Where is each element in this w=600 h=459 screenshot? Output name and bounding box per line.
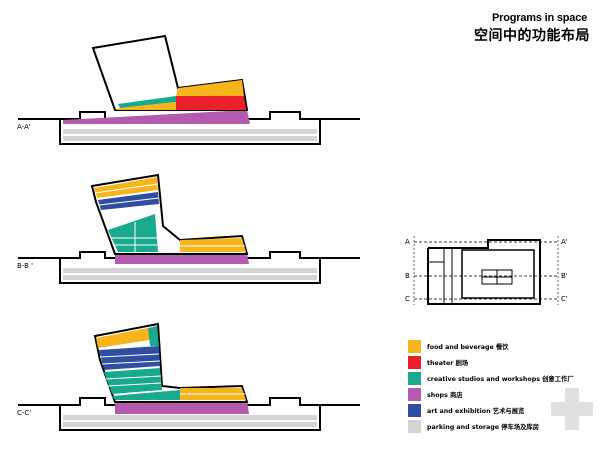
section-c-parking-2 (63, 422, 317, 427)
legend-swatch-art (408, 404, 421, 417)
section-a-food (176, 80, 244, 96)
section-label-b: B-B ' (17, 262, 34, 270)
section-a-food-low (115, 102, 176, 110)
section-label-a: A-A' (17, 123, 31, 131)
legend-label-art: art and exhibition 艺术与展览 (427, 408, 525, 415)
section-b-parking-1 (63, 268, 317, 273)
section-b-shops (115, 254, 249, 264)
key-label-b: B (405, 272, 410, 280)
section-c-food-top (96, 328, 150, 348)
section-c-studios-low (112, 390, 180, 400)
legend-label-theater: theater 剧场 (427, 360, 469, 367)
legend-swatch-studios (408, 372, 421, 385)
section-c-studios (104, 368, 162, 394)
section-b-basement (59, 258, 321, 284)
section-a-a (18, 34, 360, 145)
section-b-studios (108, 214, 158, 252)
legend-label-shops: shops 商店 (427, 392, 463, 399)
key-label-a-prime: A' (561, 238, 568, 246)
section-b-parking-2 (63, 275, 317, 280)
section-label-c: C-C' (17, 409, 32, 417)
section-b-food-top (94, 177, 158, 198)
section-a-theater (176, 96, 246, 110)
title-english: Programs in space (492, 12, 588, 24)
section-b-b (18, 173, 360, 284)
key-plan (413, 236, 559, 305)
section-a-parking-1 (63, 129, 317, 134)
section-c-c (18, 322, 360, 431)
key-label-b-prime: B' (561, 272, 568, 280)
section-c-basement (59, 405, 321, 431)
legend-swatch-shops (408, 388, 421, 401)
legend-label-studios: creative studios and workshops 创意工作厂 (427, 376, 574, 383)
key-plan-outline (427, 239, 541, 305)
section-a-studios (118, 96, 176, 108)
section-c-studios-top (148, 326, 159, 346)
legend-label-food: food and beverage 餐饮 (427, 344, 509, 351)
section-c-parking-1 (63, 415, 317, 420)
watermark-cross (551, 388, 593, 430)
legend-swatch-parking (408, 420, 421, 433)
section-a-basement (59, 119, 321, 145)
title-chinese: 空间中的功能布局 (474, 28, 590, 44)
section-c-shops (115, 400, 249, 414)
legend-swatch-theater (408, 356, 421, 369)
key-label-a: A (405, 238, 410, 246)
section-b-food-right (180, 238, 246, 252)
section-a-parking-2 (63, 136, 317, 141)
legend-swatch-food (408, 340, 421, 353)
legend-label-parking: parking and storage 停车场及库房 (427, 424, 540, 431)
section-c-art (99, 346, 160, 370)
section-b-art (98, 192, 159, 210)
section-a-shops (63, 110, 250, 124)
key-label-c: C (405, 295, 410, 303)
key-label-c-prime: C' (561, 295, 568, 303)
